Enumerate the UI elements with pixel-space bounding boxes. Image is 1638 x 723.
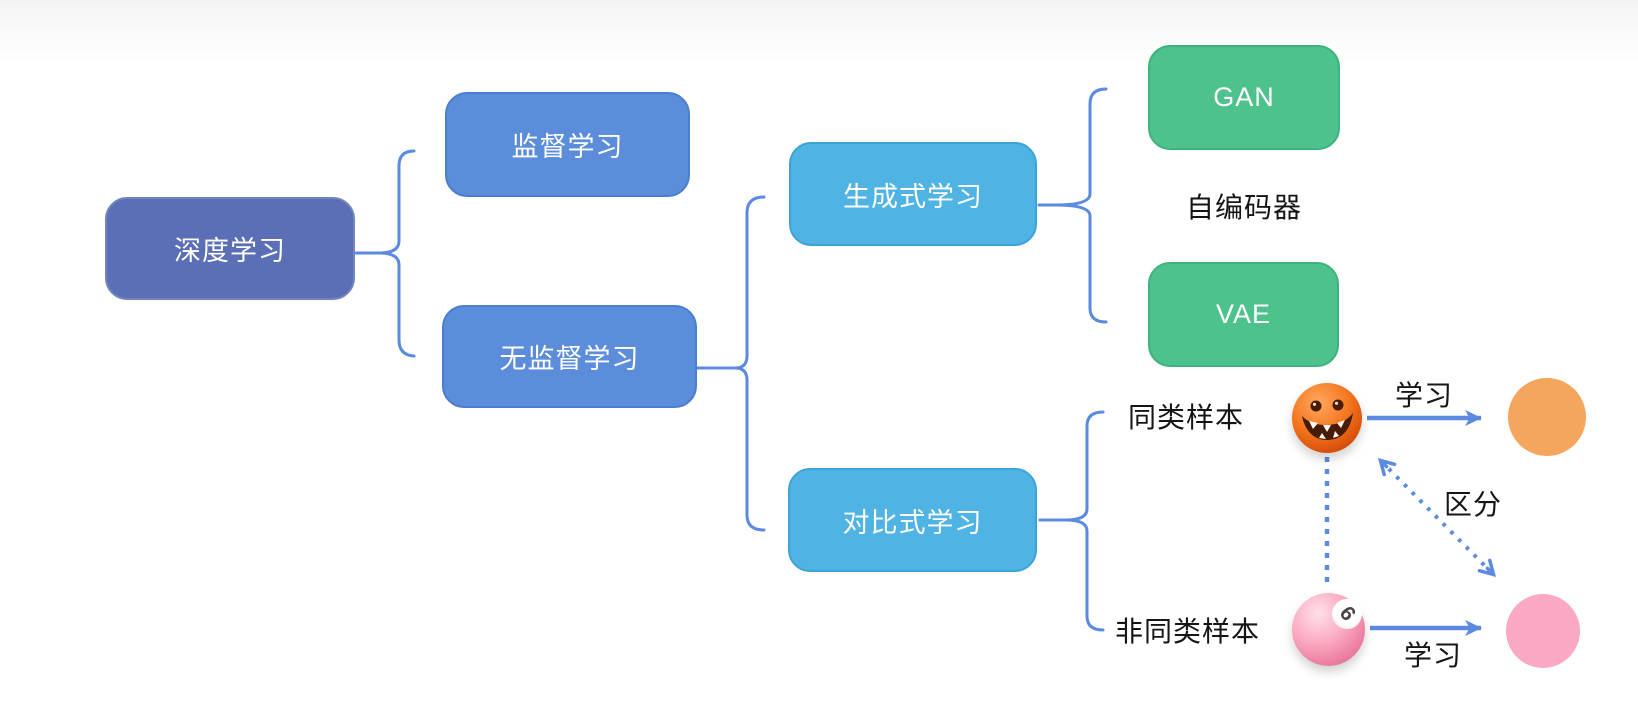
pink-billiard-ball-image: 6 bbox=[1292, 592, 1369, 666]
node-deep-learning[interactable]: 深度学习 bbox=[105, 197, 355, 300]
label-same-class-sample: 同类样本 bbox=[1128, 402, 1245, 433]
node-vae[interactable]: VAE bbox=[1148, 262, 1339, 367]
node-supervised-learning[interactable]: 监督学习 bbox=[445, 92, 690, 197]
label-autoencoder: 自编码器 bbox=[1185, 192, 1302, 223]
brace-generative-to-children bbox=[1037, 87, 1108, 324]
brace-deep-to-children bbox=[354, 149, 416, 358]
orange-representation-circle bbox=[1508, 378, 1586, 456]
node-unsupervised-learning[interactable]: 无监督学习 bbox=[442, 305, 697, 408]
pumpkin-face-ball-image bbox=[1292, 383, 1362, 453]
brace-contrastive-to-children bbox=[1038, 410, 1105, 632]
edge-label-distinguish: 区分 bbox=[1444, 489, 1503, 520]
pumpkin-face-icon bbox=[1302, 399, 1353, 440]
dotted-arrow-distinguish bbox=[1381, 461, 1493, 574]
edge-label-learn-top: 学习 bbox=[1395, 380, 1454, 411]
pink-representation-circle bbox=[1506, 594, 1580, 668]
label-not-same-class-sample: 非同类样本 bbox=[1115, 616, 1261, 647]
edge-label-learn-bottom: 学习 bbox=[1404, 640, 1463, 671]
node-generative-learning[interactable]: 生成式学习 bbox=[789, 142, 1037, 246]
node-contrastive-learning[interactable]: 对比式学习 bbox=[788, 468, 1037, 572]
billiard-number: 6 bbox=[1334, 602, 1361, 626]
brace-unsupervised-to-children bbox=[695, 195, 766, 532]
node-gan[interactable]: GAN bbox=[1148, 45, 1340, 150]
